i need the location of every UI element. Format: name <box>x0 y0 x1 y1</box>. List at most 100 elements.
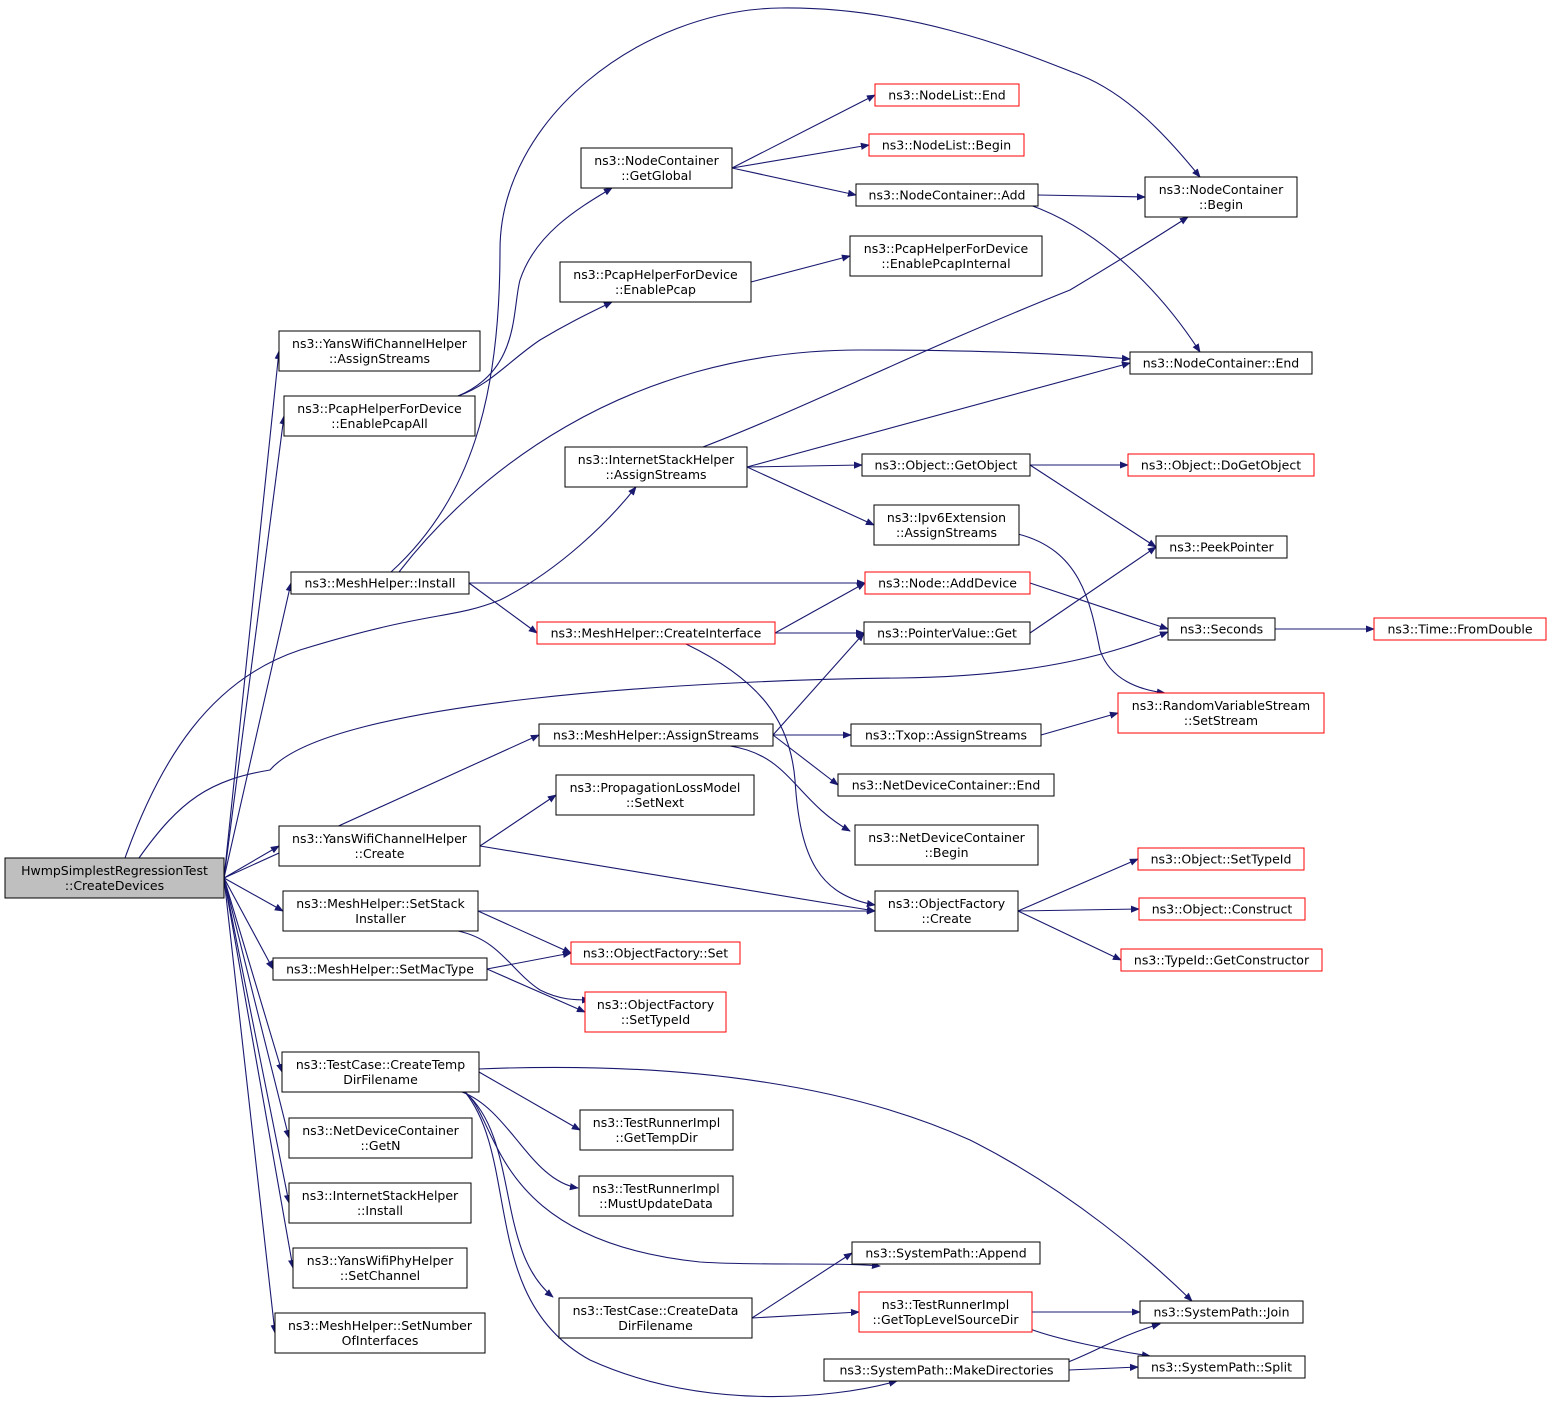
graph-node-yans-ch-create[interactable]: ns3::YansWifiChannelHelper::Create <box>278 825 481 867</box>
node-box[interactable] <box>559 261 752 303</box>
graph-node-sp-append[interactable]: ns3::SystemPath::Append <box>851 1241 1041 1265</box>
graph-node-seconds[interactable]: ns3::Seconds <box>1167 617 1276 641</box>
graph-node-of-create[interactable]: ns3::ObjectFactory::Create <box>874 890 1019 932</box>
node-box[interactable] <box>292 1247 468 1289</box>
graph-node-yans-phy-setch[interactable]: ns3::YansWifiPhyHelper::SetChannel <box>292 1247 468 1289</box>
node-box[interactable] <box>579 1109 734 1151</box>
graph-node-typeid-getctor[interactable]: ns3::TypeId::GetConstructor <box>1120 948 1323 972</box>
graph-node-nl-begin[interactable]: ns3::NodeList::Begin <box>868 133 1025 157</box>
graph-node-tri-gettemp[interactable]: ns3::TestRunnerImpl::GetTempDir <box>579 1109 734 1151</box>
graph-node-tri-gettoplevel[interactable]: ns3::TestRunnerImpl::GetTopLevelSourceDi… <box>858 1291 1033 1333</box>
node-box[interactable] <box>578 1175 734 1217</box>
graph-node-tri-mustupdate[interactable]: ns3::TestRunnerImpl::MustUpdateData <box>578 1175 734 1217</box>
node-box[interactable] <box>288 1117 473 1159</box>
node-box[interactable] <box>274 1312 486 1354</box>
graph-node-pcap-internal[interactable]: ns3::PcapHelperForDevice::EnablePcapInte… <box>849 235 1043 277</box>
node-box[interactable] <box>558 1297 753 1339</box>
graph-node-root[interactable]: HwmpSimplestRegressionTest::CreateDevice… <box>4 857 225 899</box>
node-box[interactable] <box>1129 351 1313 375</box>
graph-node-yans-ch-assign[interactable]: ns3::YansWifiChannelHelper::AssignStream… <box>278 330 481 372</box>
graph-node-sp-split[interactable]: ns3::SystemPath::Split <box>1137 1355 1306 1379</box>
node-box[interactable] <box>858 1291 1033 1333</box>
node-box[interactable] <box>874 83 1020 107</box>
node-box[interactable] <box>272 957 488 981</box>
graph-node-mesh-create-if[interactable]: ns3::MeshHelper::CreateInterface <box>536 621 776 645</box>
graph-node-prop-setnext[interactable]: ns3::PropagationLossModel::SetNext <box>555 774 755 816</box>
node-box[interactable] <box>1139 1300 1304 1324</box>
node-box[interactable] <box>1144 176 1298 218</box>
graph-node-mesh-install[interactable]: ns3::MeshHelper::Install <box>290 571 470 595</box>
node-box[interactable] <box>868 133 1025 157</box>
graph-node-time-fromdouble[interactable]: ns3::Time::FromDouble <box>1373 617 1547 641</box>
node-box[interactable] <box>1137 1355 1306 1379</box>
graph-node-pcap-enable-all[interactable]: ns3::PcapHelperForDevice::EnablePcapAll <box>283 395 476 437</box>
graph-node-sp-makedirs[interactable]: ns3::SystemPath::MakeDirectories <box>823 1358 1070 1382</box>
graph-node-rvs-setstream[interactable]: ns3::RandomVariableStream::SetStream <box>1117 692 1325 734</box>
node-box[interactable] <box>1373 617 1547 641</box>
graph-node-ipv6ext-assign[interactable]: ns3::Ipv6Extension::AssignStreams <box>873 504 1020 546</box>
node-box[interactable] <box>564 446 748 488</box>
node-box[interactable] <box>850 723 1042 747</box>
graph-node-of-set[interactable]: ns3::ObjectFactory::Set <box>570 941 741 965</box>
node-box[interactable] <box>851 1241 1041 1265</box>
graph-node-pcap-enable[interactable]: ns3::PcapHelperForDevice::EnablePcap <box>559 261 752 303</box>
graph-node-ndc-getn[interactable]: ns3::NetDeviceContainer::GetN <box>288 1117 473 1159</box>
graph-node-inet-assign[interactable]: ns3::InternetStackHelper::AssignStreams <box>564 446 748 488</box>
node-box[interactable] <box>584 991 727 1033</box>
node-box[interactable] <box>837 773 1055 797</box>
node-box[interactable] <box>854 824 1039 866</box>
node-box[interactable] <box>281 1051 480 1093</box>
graph-node-ndc-begin[interactable]: ns3::NetDeviceContainer::Begin <box>854 824 1039 866</box>
graph-node-inet-install[interactable]: ns3::InternetStackHelper::Install <box>288 1182 472 1224</box>
graph-node-ndc-end[interactable]: ns3::NetDeviceContainer::End <box>837 773 1055 797</box>
graph-node-nc-end[interactable]: ns3::NodeContainer::End <box>1129 351 1313 375</box>
node-box[interactable] <box>861 453 1031 477</box>
node-box[interactable] <box>874 890 1019 932</box>
graph-node-node-adddevice[interactable]: ns3::Node::AddDevice <box>864 571 1031 595</box>
node-box[interactable] <box>1120 948 1323 972</box>
graph-node-nc-begin[interactable]: ns3::NodeContainer::Begin <box>1144 176 1298 218</box>
node-box[interactable] <box>580 147 733 189</box>
node-box[interactable] <box>849 235 1043 277</box>
graph-node-mesh-assign[interactable]: ns3::MeshHelper::AssignStreams <box>538 723 774 747</box>
node-box[interactable] <box>1137 847 1305 871</box>
graph-node-sp-join[interactable]: ns3::SystemPath::Join <box>1139 1300 1304 1324</box>
graph-node-obj-construct[interactable]: ns3::Object::Construct <box>1138 897 1306 921</box>
graph-node-pv-get[interactable]: ns3::PointerValue::Get <box>863 621 1031 645</box>
graph-node-obj-dogetobject[interactable]: ns3::Object::DoGetObject <box>1127 453 1315 477</box>
node-box[interactable] <box>1167 617 1276 641</box>
graph-node-of-settypeid[interactable]: ns3::ObjectFactory::SetTypeId <box>584 991 727 1033</box>
node-box[interactable] <box>855 183 1039 207</box>
node-box[interactable] <box>823 1358 1070 1382</box>
node-box[interactable] <box>570 941 741 965</box>
graph-node-nl-end[interactable]: ns3::NodeList::End <box>874 83 1020 107</box>
node-box[interactable] <box>283 395 476 437</box>
graph-node-peekpointer[interactable]: ns3::PeekPointer <box>1155 535 1288 559</box>
node-box[interactable] <box>873 504 1020 546</box>
node-box[interactable] <box>538 723 774 747</box>
node-box[interactable] <box>290 571 470 595</box>
node-box[interactable] <box>555 774 755 816</box>
node-box[interactable] <box>1117 692 1325 734</box>
node-box[interactable] <box>278 825 481 867</box>
graph-node-obj-getobject[interactable]: ns3::Object::GetObject <box>861 453 1031 477</box>
node-box[interactable] <box>864 571 1031 595</box>
node-box[interactable] <box>282 890 479 932</box>
node-box[interactable] <box>1138 897 1306 921</box>
graph-node-nc-add[interactable]: ns3::NodeContainer::Add <box>855 183 1039 207</box>
node-box[interactable] <box>536 621 776 645</box>
graph-node-nc-getglobal[interactable]: ns3::NodeContainer::GetGlobal <box>580 147 733 189</box>
node-box[interactable] <box>1155 535 1288 559</box>
graph-node-obj-settypeid[interactable]: ns3::Object::SetTypeId <box>1137 847 1305 871</box>
node-box[interactable] <box>4 857 225 899</box>
graph-node-txop-assign[interactable]: ns3::Txop::AssignStreams <box>850 723 1042 747</box>
node-box[interactable] <box>278 330 481 372</box>
node-box[interactable] <box>1127 453 1315 477</box>
graph-node-mesh-set-mac[interactable]: ns3::MeshHelper::SetMacType <box>272 957 488 981</box>
node-box[interactable] <box>863 621 1031 645</box>
node-box[interactable] <box>288 1182 472 1224</box>
